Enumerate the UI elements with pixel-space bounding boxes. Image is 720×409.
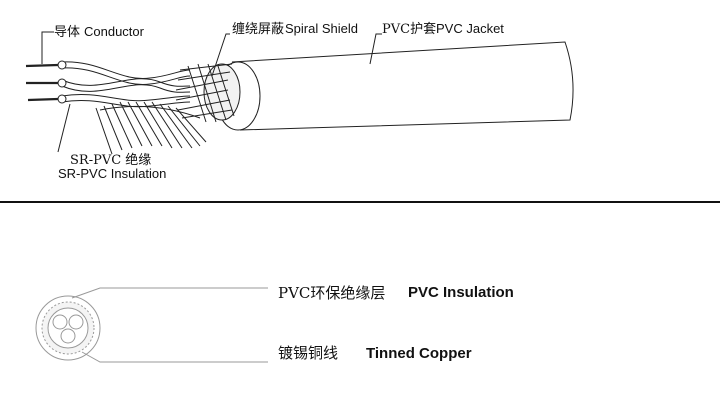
insulation-label-cn: SR-PVC 绝缘 <box>70 152 151 168</box>
pvc-insulation-label-en: PVC Insulation <box>408 284 514 301</box>
conductor-wires <box>25 63 59 102</box>
jacket-label-cn: PVC护套 <box>382 21 436 37</box>
shield-strands <box>95 101 207 155</box>
tinned-copper-label-en: Tinned Copper <box>366 345 472 362</box>
twisted-cores <box>57 60 191 108</box>
shield-label-en: Spiral Shield <box>285 21 358 36</box>
cable-side-view <box>25 41 574 155</box>
conductor-label-en: Conductor <box>84 24 145 39</box>
top-leader-lines <box>41 31 382 153</box>
insulation-label-en: SR-PVC Insulation <box>58 166 166 181</box>
pvc-jacket-body <box>231 41 574 131</box>
tinned-copper-label-cn: 镀锡铜线 <box>278 344 338 362</box>
shield-label-cn: 缠绕屏蔽 <box>232 21 284 37</box>
jacket-label-en: PVC Jacket <box>436 21 504 36</box>
cable-cross-section <box>35 295 101 361</box>
bottom-leader-lines <box>71 287 268 363</box>
conductor-label-cn: 导体 <box>54 25 80 40</box>
spiral-shield <box>175 63 241 123</box>
pvc-insulation-label-cn: PVC环保绝缘层 <box>278 284 385 302</box>
